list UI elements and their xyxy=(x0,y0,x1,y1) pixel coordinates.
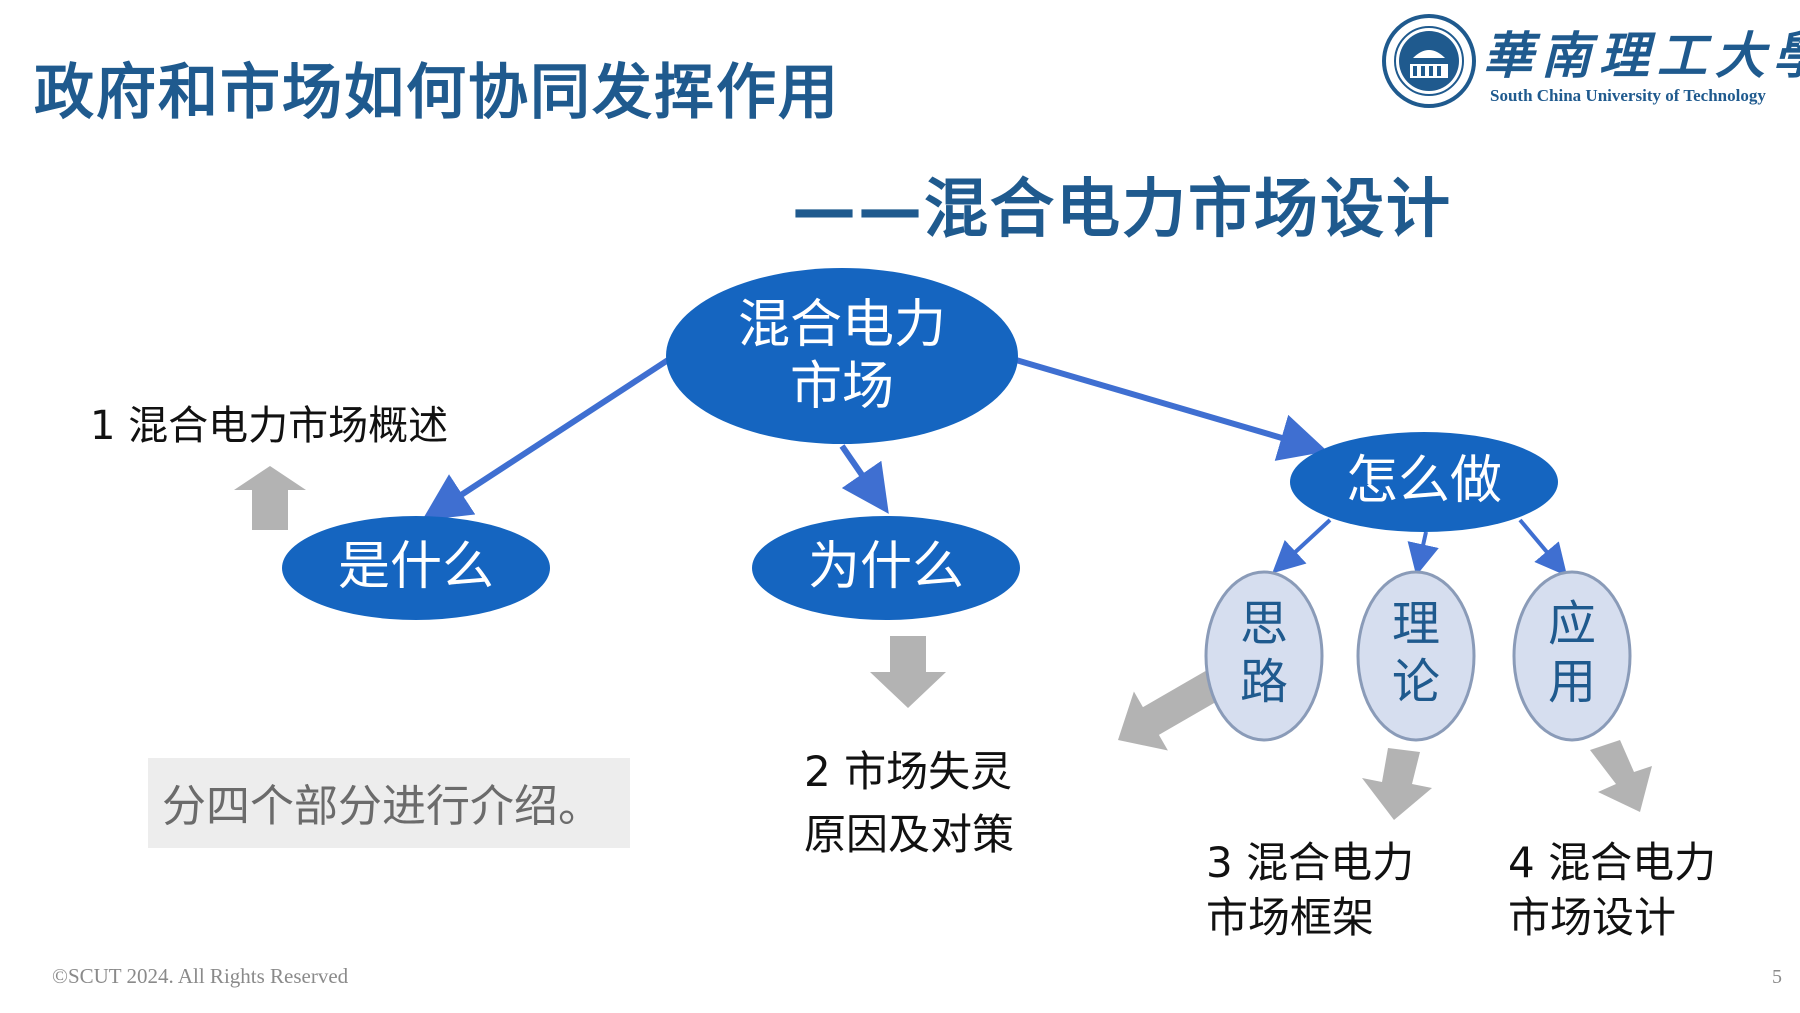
connector-root-how xyxy=(1015,357,1328,461)
part4-line1: 4 混合电力 xyxy=(1508,838,1717,887)
gray-arrow-down-why xyxy=(870,636,946,708)
gray-arrow-down-lilun xyxy=(1362,748,1432,820)
university-name-en: South China University of Technology xyxy=(1490,86,1766,105)
part3-label: 3 混合电力 市场框架 xyxy=(1206,836,1414,945)
note-box xyxy=(148,758,630,848)
yingyong-node xyxy=(1512,570,1632,742)
copyright-text: ©SCUT 2024. All Rights Reserved xyxy=(52,964,349,988)
what-node xyxy=(282,516,550,620)
gray-arrow-left xyxy=(1118,671,1222,751)
silu-line1: 思 xyxy=(1239,596,1288,652)
yingyong-node-label: 应 用 xyxy=(1522,596,1622,711)
part1-label: 1 混合电力市场概述 xyxy=(90,403,449,449)
what-node-label: 是什么 xyxy=(337,537,494,597)
part3-line1: 3 混合电力 xyxy=(1206,838,1415,887)
how-node-label: 怎么做 xyxy=(1345,451,1502,511)
university-logo: 華南理工大學 South China University of Technol… xyxy=(1370,10,1800,120)
yingyong-line1: 应 xyxy=(1547,596,1596,652)
silu-node-label: 思 路 xyxy=(1214,596,1314,711)
connector-how-yingyong xyxy=(1518,518,1568,577)
page-number: 5 xyxy=(1772,966,1782,988)
how-node xyxy=(1290,432,1558,532)
page-title: 政府和市场如何协同发挥作用 xyxy=(34,58,840,128)
why-node xyxy=(752,516,1020,620)
yingyong-line2: 用 xyxy=(1547,653,1596,710)
silu-line2: 路 xyxy=(1239,653,1288,710)
part4-label: 4 混合电力 市场设计 xyxy=(1508,836,1716,945)
lilun-line1: 理 xyxy=(1391,596,1440,652)
why-node-label: 为什么 xyxy=(807,537,964,597)
part2-line2: 原因及对策 xyxy=(804,810,1015,859)
silu-node xyxy=(1204,570,1324,742)
page-subtitle: ——混合电力市场设计 xyxy=(792,173,1452,247)
gray-arrow-up xyxy=(234,466,306,530)
root-node-label: 混合电力 市场 xyxy=(692,294,992,419)
note-text: 分四个部分进行介绍。 xyxy=(162,781,602,832)
part2-line1: 2 市场失灵 xyxy=(804,747,1013,796)
university-name-cn: 華南理工大學 xyxy=(1483,26,1800,85)
connector-how-silu xyxy=(1272,518,1332,574)
root-line1: 混合电力 xyxy=(737,295,946,355)
part3-line2: 市场框架 xyxy=(1206,892,1375,942)
university-seal-icon xyxy=(1382,14,1476,108)
root-line2: 市场 xyxy=(789,357,894,418)
root-node xyxy=(666,268,1018,444)
connector-root-what xyxy=(421,357,670,521)
lilun-line2: 论 xyxy=(1391,653,1440,710)
lilun-node xyxy=(1356,570,1476,742)
lilun-node-label: 理 论 xyxy=(1366,596,1466,711)
gray-arrow-down-yingyong xyxy=(1590,740,1652,812)
part4-line2: 市场设计 xyxy=(1508,892,1677,942)
connector-how-lilun xyxy=(1407,531,1439,576)
part2-label: 2 市场失灵 原因及对策 xyxy=(804,740,1014,866)
connector-root-why xyxy=(839,444,889,514)
